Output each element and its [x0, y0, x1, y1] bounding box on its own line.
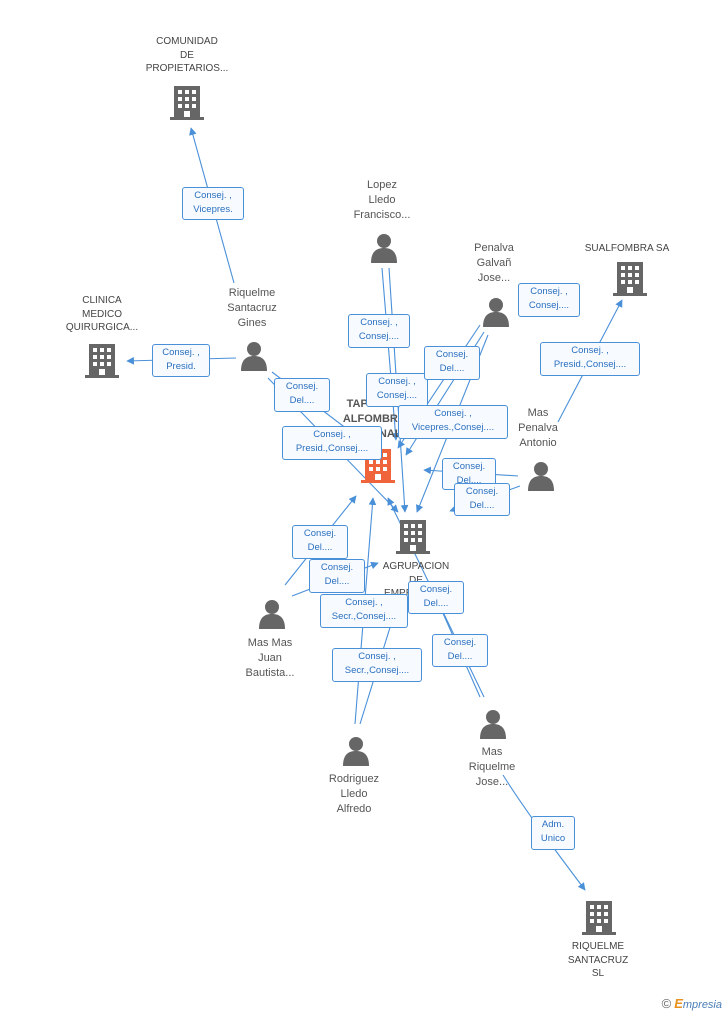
penalva-person-icon[interactable]	[483, 298, 509, 327]
node-label-lopez[interactable]: Lopez Lledo Francisco...	[353, 179, 411, 221]
copyright-icon: ©	[661, 996, 672, 1011]
edge-label-rodriguez-a[interactable]: Consej. , Secr.,Consej....	[320, 594, 408, 628]
edge-label-lopez-a[interactable]: Consej. , Consej....	[348, 314, 410, 348]
edge-label-penalva-c[interactable]: Consej. , Vicepres.,Consej....	[398, 405, 508, 439]
edge-label-masmas-agrupacion[interactable]: Consej. Del....	[309, 559, 365, 593]
sualfombra-building-icon[interactable]	[613, 262, 647, 296]
edge-label-riquelme-clinica[interactable]: Consej. , Presid.	[152, 344, 210, 377]
edge-label-maspenalva-agrupacion[interactable]: Consej. Del....	[454, 483, 510, 516]
maspenalva-person-icon[interactable]	[528, 462, 554, 491]
edge-label-riquelme-comunidad[interactable]: Consej. , Vicepres.	[182, 187, 244, 220]
edge-label-masmas-tapizados[interactable]: Consej. Del....	[292, 525, 348, 559]
edge-label-masriquelme-sl[interactable]: Adm. Unico	[531, 816, 575, 850]
edge-label-maspenalva-sualfombra[interactable]: Consej. , Presid.,Consej....	[540, 342, 640, 376]
node-label-sualfombra[interactable]: SUALFOMBRA SA	[584, 243, 670, 254]
edge-label-masriquelme-b[interactable]: Consej. Del....	[432, 634, 488, 667]
clinica-building-icon[interactable]	[85, 344, 119, 378]
node-label-riquelme-sl[interactable]: RIQUELME SANTACRUZ SL	[567, 941, 629, 979]
node-label-mas-mas[interactable]: Mas Mas Juan Bautista...	[245, 637, 295, 679]
node-label-rodriguez[interactable]: Rodriguez Lledo Alfredo	[328, 773, 380, 815]
empresia-brand[interactable]: ©Empresia	[662, 996, 722, 1011]
riquelme-gines-person-icon[interactable]	[241, 342, 267, 371]
edge-label-rodriguez-b[interactable]: Consej. , Secr.,Consej....	[332, 648, 422, 682]
riquelmesl-building-icon[interactable]	[582, 901, 616, 935]
node-label-mas-riquelme[interactable]: Mas Riquelme Jose...	[468, 746, 516, 788]
brand-logo-text: mpresia	[682, 999, 722, 1011]
edge-label-masriquelme-a[interactable]: Consej. Del....	[408, 581, 464, 614]
edge-label-penalva-a[interactable]: Consej. , Consej....	[518, 283, 580, 317]
edge-lopez-tapizados	[381, 267, 400, 441]
node-label-clinica[interactable]: CLINICA MEDICO QUIRURGICA...	[65, 295, 139, 333]
lopez-person-icon[interactable]	[371, 234, 397, 263]
rodriguez-person-icon[interactable]	[343, 737, 369, 766]
node-label-mas-penalva[interactable]: Mas Penalva Antonio	[518, 407, 558, 449]
edge-label-riquelme-tapizados[interactable]: Consej. , Presid.,Consej....	[282, 426, 382, 460]
node-label-riquelme-gines[interactable]: Riquelme Santacruz Gines	[227, 287, 277, 329]
agrupacion-building-icon[interactable]	[396, 520, 430, 554]
masmas-person-icon[interactable]	[259, 600, 285, 629]
edge-label-penalva-b[interactable]: Consej. Del....	[424, 346, 480, 380]
comunidad-building-icon[interactable]	[170, 86, 204, 120]
node-label-comunidad[interactable]: COMUNIDAD DE PROPIETARIOS...	[145, 36, 229, 74]
brand-logo-initial: E	[674, 996, 683, 1011]
masriquelme-person-icon[interactable]	[480, 710, 506, 739]
node-label-penalva[interactable]: Penalva Galvañ Jose...	[474, 242, 514, 284]
edge-label-riquelme-agrupacion[interactable]: Consej. Del....	[274, 378, 330, 412]
edge-label-lopez-b[interactable]: Consej. , Consej....	[366, 373, 428, 407]
